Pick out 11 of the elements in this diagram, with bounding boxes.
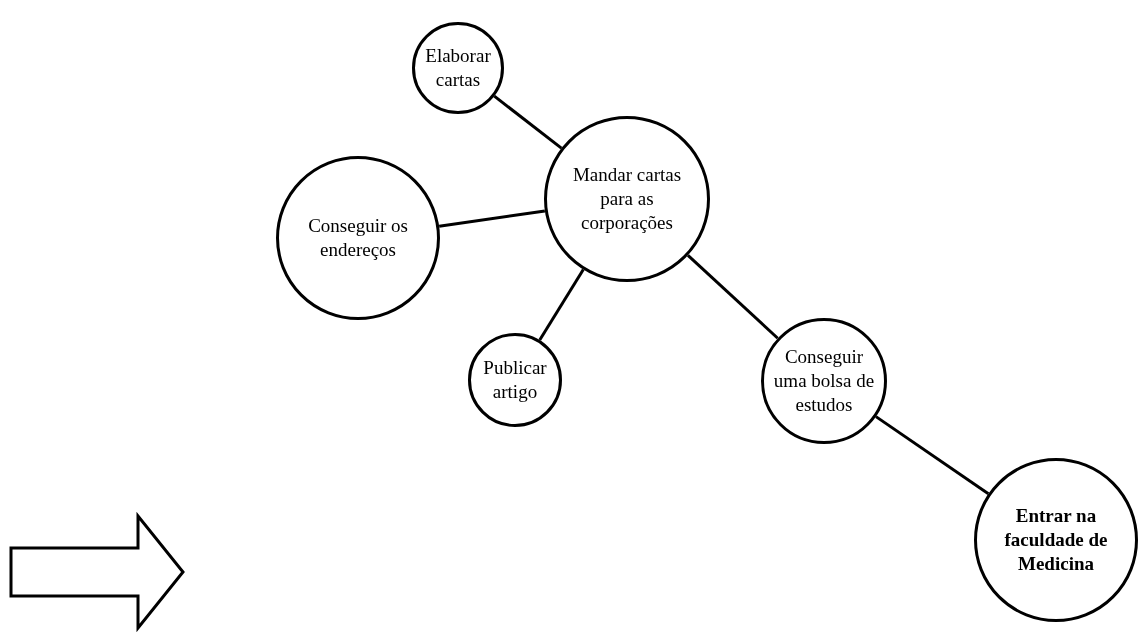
- connector-line: [493, 95, 563, 150]
- node-label: Publicar artigo: [482, 356, 548, 404]
- connector-line: [686, 254, 779, 340]
- node-label: Mandar cartas para as corporações: [571, 163, 683, 235]
- node-label: Elaborar cartas: [424, 44, 492, 92]
- connector-line: [538, 268, 585, 341]
- connector-line: [438, 209, 546, 228]
- node-label: Conseguir uma bolsa de estudos: [772, 345, 876, 417]
- node-label: Conseguir os endereços: [307, 214, 409, 262]
- node-label: Entrar na faculdade de Medicina: [1003, 504, 1109, 576]
- connector-line: [875, 415, 990, 495]
